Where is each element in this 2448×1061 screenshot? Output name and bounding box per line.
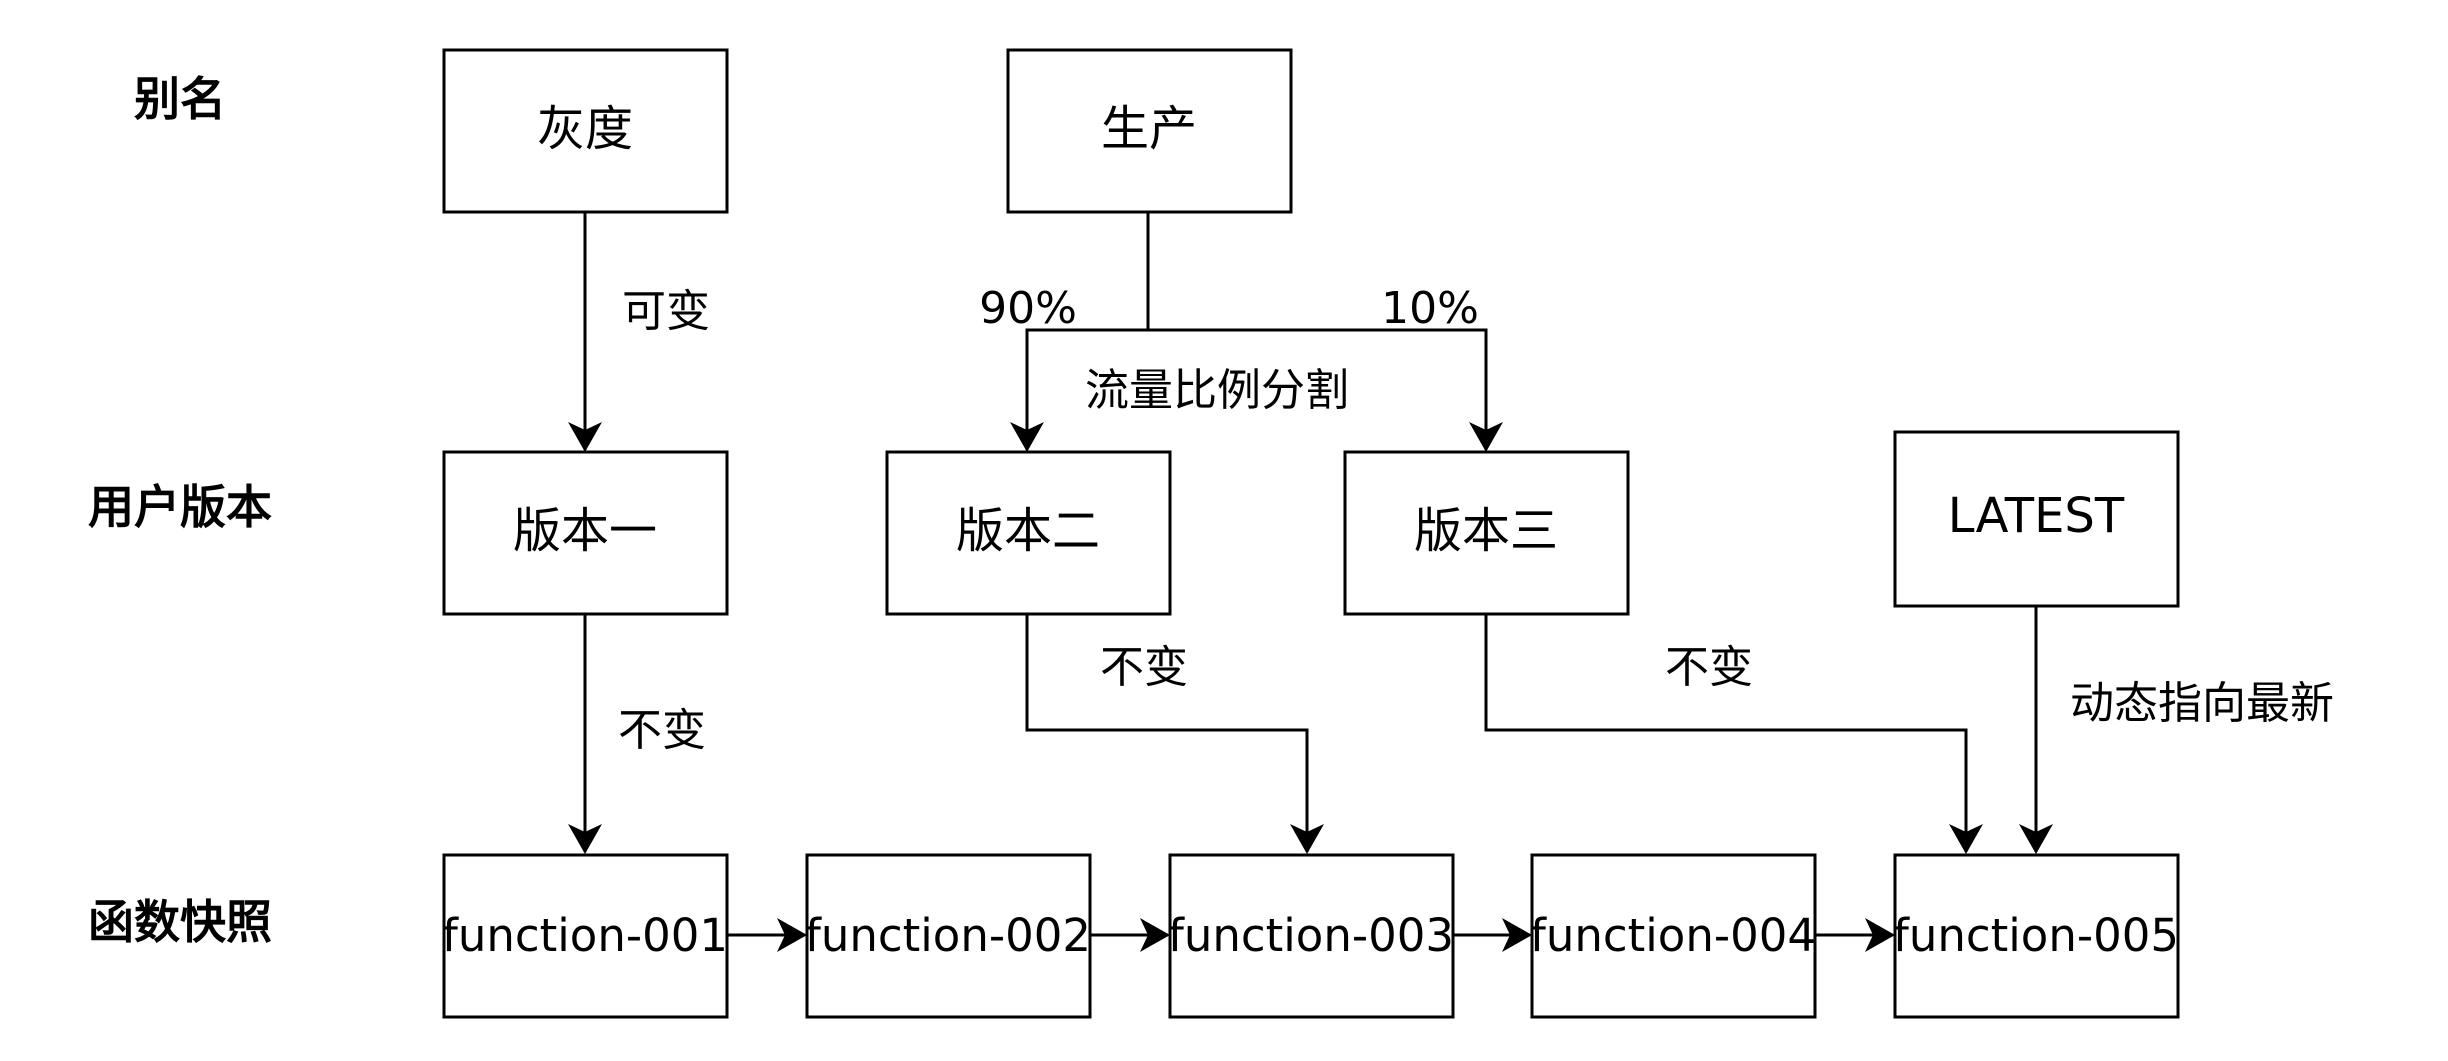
edge-label-split-left: 90% xyxy=(979,283,1077,334)
snapshot-label-3: function-003 xyxy=(1168,909,1454,962)
version-two-node: 版本二 xyxy=(885,450,1172,616)
version-latest-label: LATEST xyxy=(1948,488,2125,544)
edge-production-to-v2 xyxy=(1010,328,1148,452)
edge-label-split-right: 10% xyxy=(1381,283,1479,334)
edge-label-immutable-v2: 不变 xyxy=(1100,642,1188,693)
edge-label-immutable-v1: 不变 xyxy=(618,705,706,756)
snapshot-node-5: function-005 xyxy=(1893,853,2180,1019)
alias-gray-node: 灰度 xyxy=(442,48,729,214)
version-one-node: 版本一 xyxy=(442,450,729,616)
alias-gray-label: 灰度 xyxy=(537,101,633,157)
edge-label-dynamic-latest: 动态指向最新 xyxy=(2070,678,2334,729)
version-three-node: 版本三 xyxy=(1343,450,1630,616)
alias-production-node: 生产 xyxy=(1006,48,1293,214)
alias-production-label: 生产 xyxy=(1101,101,1197,157)
row-label-alias: 别名 xyxy=(134,72,226,126)
snapshot-label-2: function-002 xyxy=(805,909,1091,962)
version-three-label: 版本三 xyxy=(1414,503,1558,559)
edge-label-mutable: 可变 xyxy=(622,286,710,337)
version-latest-node: LATEST xyxy=(1893,430,2180,608)
edge-v3-to-fn005 xyxy=(1484,614,1983,854)
snapshot-node-3: function-003 xyxy=(1168,853,1455,1019)
row-label-snapshot: 函数快照 xyxy=(88,895,272,949)
snapshot-label-1: function-001 xyxy=(442,909,728,962)
snapshot-node-1: function-001 xyxy=(442,853,729,1019)
snapshot-label-4: function-004 xyxy=(1530,909,1816,962)
edge-v2-to-fn003 xyxy=(1025,614,1324,854)
snapshot-node-4: function-004 xyxy=(1530,853,1817,1019)
version-one-label: 版本一 xyxy=(513,503,657,559)
snapshot-node-2: function-002 xyxy=(805,853,1092,1019)
edge-label-immutable-v3: 不变 xyxy=(1665,642,1753,693)
edge-label-traffic-split: 流量比例分割 xyxy=(1085,365,1349,416)
edge-production-to-v3 xyxy=(1148,328,1503,452)
version-two-label: 版本二 xyxy=(956,503,1100,559)
row-label-user-version: 用户版本 xyxy=(88,480,272,534)
snapshot-label-5: function-005 xyxy=(1893,909,2179,962)
